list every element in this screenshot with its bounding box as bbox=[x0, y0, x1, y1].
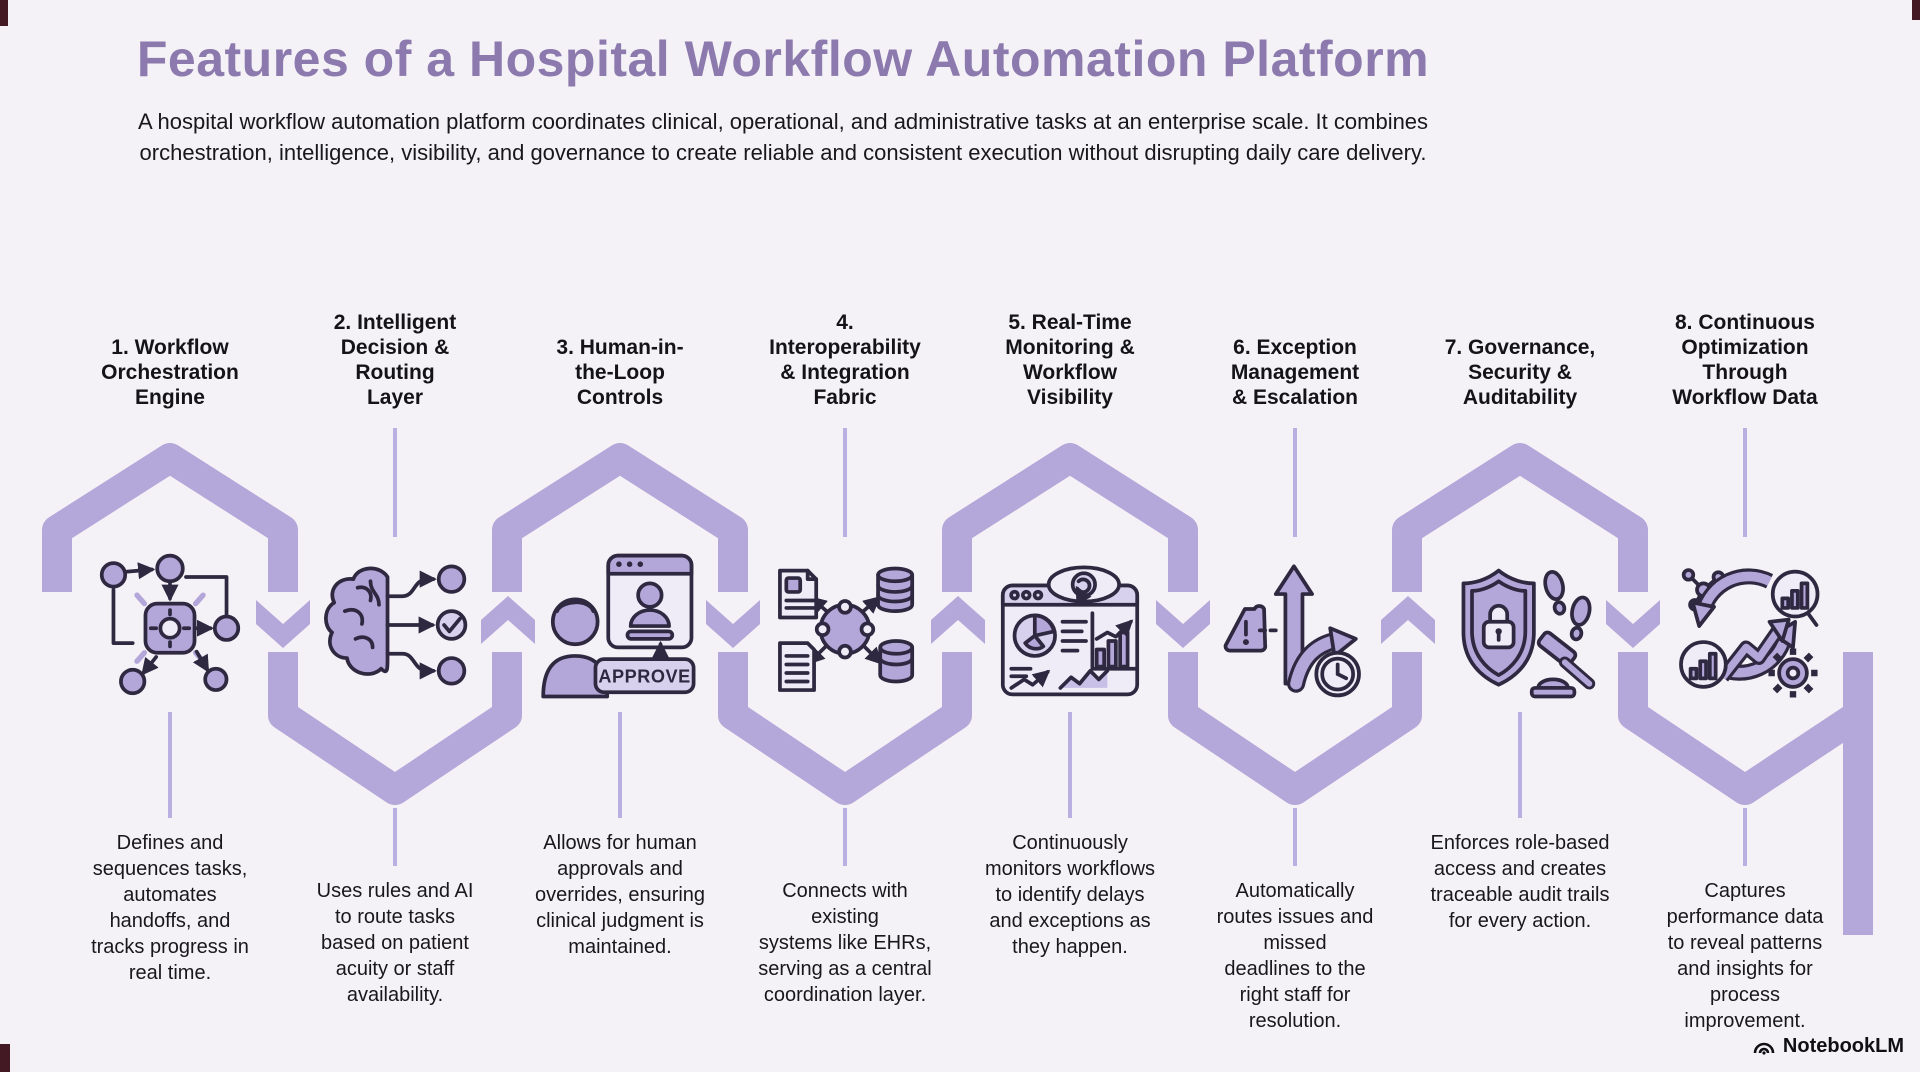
chevron-down-icon bbox=[1606, 600, 1660, 648]
chevron-up-icon bbox=[931, 596, 985, 644]
chevron-down-icon bbox=[1156, 600, 1210, 648]
feature-title-7: 7. Governance, Security & Auditability bbox=[1444, 336, 1596, 409]
workflow-orchestration-icon bbox=[90, 545, 250, 705]
corner-artifact bbox=[0, 0, 8, 26]
feature-title-4: 4. Interoperability & Integration Fabric bbox=[769, 311, 921, 409]
corner-artifact bbox=[0, 1044, 10, 1072]
exception-escalation-icon bbox=[1215, 545, 1375, 705]
feature-description-5: Continuously monitors workflows to ident… bbox=[984, 832, 1156, 958]
feature-title-5: 5. Real-Time Monitoring & Workflow Visib… bbox=[1005, 311, 1135, 409]
approve-label: APPROVE bbox=[598, 667, 690, 687]
feature-title-1: 1. Workflow Orchestration Engine bbox=[101, 336, 239, 409]
chevron-up-icon bbox=[1381, 596, 1435, 644]
chain-bowl-4 bbox=[718, 652, 972, 805]
chevron-down-icon bbox=[256, 600, 310, 648]
watermark: NotebookLM bbox=[1752, 1034, 1904, 1058]
chain-roof-3 bbox=[492, 443, 748, 592]
feature-description-4: Connects with existing systems like EHRs… bbox=[758, 880, 932, 1006]
optimization-cycle-icon bbox=[1665, 545, 1825, 705]
page-title: Features of a Hospital Workflow Automati… bbox=[136, 31, 1430, 87]
brain-routing-icon bbox=[315, 545, 475, 705]
header: Features of a Hospital Workflow Automati… bbox=[0, 30, 1566, 168]
chain-roof-7 bbox=[1392, 443, 1648, 592]
page-subtitle: A hospital workflow automation platform … bbox=[137, 109, 1429, 165]
monitoring-dashboard-icon bbox=[990, 545, 1150, 705]
shield-audit-icon bbox=[1440, 545, 1600, 705]
feature-title-8: 8. Continuous Optimization Through Workf… bbox=[1672, 311, 1818, 409]
feature-description-8: Captures performance data to reveal patt… bbox=[1666, 880, 1824, 1032]
feature-description-6: Automatically routes issues and missed d… bbox=[1216, 880, 1374, 1032]
integration-hub-icon bbox=[765, 545, 925, 705]
chain-roof-1 bbox=[42, 443, 298, 592]
corner-artifact bbox=[1912, 0, 1920, 20]
feature-description-2: Uses rules and AI to route tasks based o… bbox=[316, 880, 474, 1006]
chevron-up-icon bbox=[481, 596, 535, 644]
notebooklm-logo-icon bbox=[1753, 1042, 1775, 1055]
feature-title-2: 2. Intelligent Decision & Routing Layer bbox=[333, 311, 457, 409]
feature-title-3: 3. Human-in- the-Loop Controls bbox=[556, 336, 684, 409]
chain-roof-5 bbox=[942, 443, 1198, 592]
feature-description-3: Allows for human approvals and overrides… bbox=[534, 832, 706, 958]
watermark-label: NotebookLM bbox=[1782, 1034, 1904, 1057]
chevron-down-icon bbox=[706, 600, 760, 648]
feature-description-7: Enforces role-based access and creates t… bbox=[1430, 832, 1610, 932]
chain-bowl-6 bbox=[1168, 652, 1422, 805]
chain-bowl-2 bbox=[268, 652, 522, 805]
feature-description-1: Defines and sequences tasks, automates h… bbox=[91, 832, 249, 984]
human-approval-icon: APPROVE bbox=[540, 545, 700, 705]
feature-title-6: 6. Exception Management & Escalation bbox=[1230, 336, 1360, 409]
